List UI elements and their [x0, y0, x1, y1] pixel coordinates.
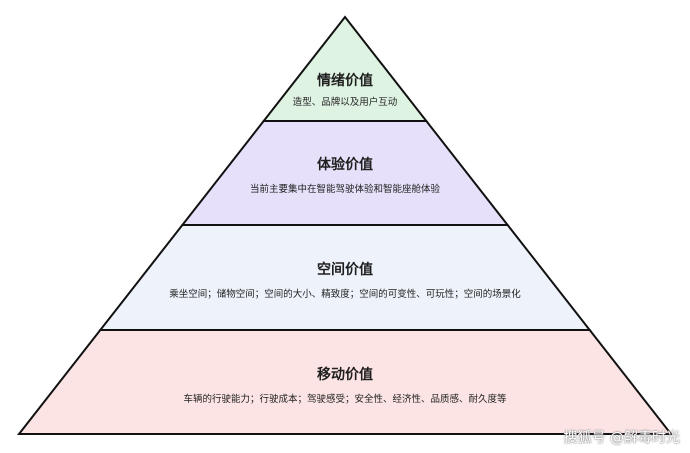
watermark: 搜狐号 @解毒时光 — [563, 430, 680, 446]
layer-label-experience: 体验价值 当前主要集中在智能驾驶体验和智能座舱体验 — [0, 156, 690, 196]
layer-title: 移动价值 — [317, 367, 373, 383]
layer-description: 当前主要集中在智能驾驶体验和智能座舱体验 — [249, 184, 440, 195]
layer-description: 乘坐空间；储物空间；空间的大小、精致度；空间的可变性、可玩性；空间的场景化 — [169, 289, 521, 300]
layer-title: 空间价值 — [317, 262, 373, 278]
pyramid-layer-mobility — [16, 329, 674, 435]
layer-label-space: 空间价值 乘坐空间；储物空间；空间的大小、精致度；空间的可变性、可玩性；空间的场… — [0, 261, 690, 301]
layer-label-mobility: 移动价值 车辆的行驶能力；行驶成本；驾驶感受；安全性、经济性、品质感、耐久度等 — [0, 366, 690, 406]
layer-label-emotional: 情绪价值 造型、品牌以及用户互动 — [0, 72, 690, 109]
layer-title: 情绪价值 — [317, 73, 373, 89]
layer-description: 造型、品牌以及用户互动 — [292, 97, 398, 108]
layer-description: 车辆的行驶能力；行驶成本；驾驶感受；安全性、经济性、品质感、耐久度等 — [183, 394, 507, 405]
layer-title: 体验价值 — [317, 157, 373, 173]
